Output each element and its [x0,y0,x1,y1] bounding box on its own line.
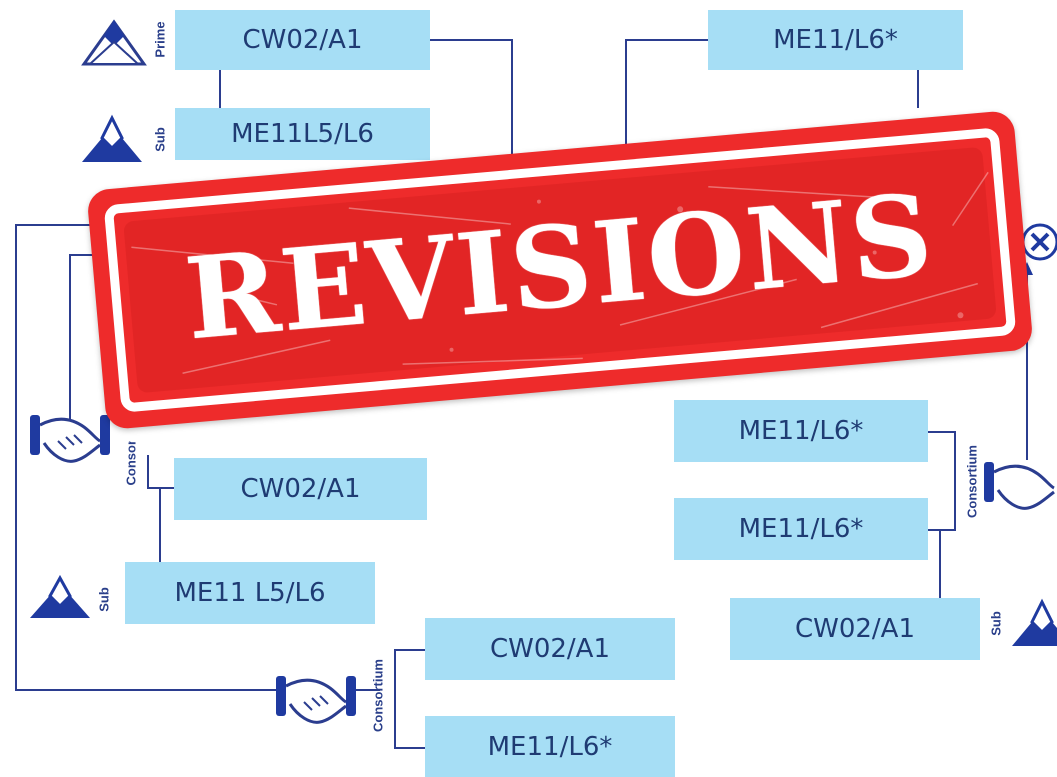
prime-mountain-icon [81,19,147,66]
connector-line [15,224,280,691]
role-label-consortium: Consortium [964,445,980,518]
handshake-icon [30,415,110,463]
node-box: CW02/A1 [730,598,980,660]
close-circle-icon [1021,223,1057,261]
sub-mountain-icon [1012,598,1057,646]
handshake-icon [276,676,356,724]
node-box: ME11/L6* [425,716,675,777]
node-box: ME11 L5/L6 [125,562,375,624]
node-box: CW02/A1 [425,618,675,680]
node-box: CW02/A1 [174,458,427,520]
connector-line [625,39,708,160]
handshake-icon [984,462,1055,510]
sub-mountain-icon [30,574,90,618]
connector-line [147,455,174,489]
revisions-stamp: REVISIONS [86,109,1034,431]
connector-line [69,254,95,420]
role-label-sub: Sub [152,127,168,152]
role-label-prime: Prime [152,21,168,58]
node-box: CW02/A1 [175,10,430,70]
connector-line [394,649,425,749]
role-label-sub: Sub [988,611,1004,636]
connector-line [928,431,956,531]
role-label-sub: Sub [96,587,112,612]
role-label-consortium: Consortium [123,441,139,486]
connector-line [430,39,513,160]
node-box: ME11/L6* [674,400,928,462]
node-box: ME11/L6* [708,10,963,70]
node-box: ME11L5/L6 [175,108,430,160]
stamp-texture [131,171,989,375]
node-box: ME11/L6* [674,498,928,560]
sub-mountain-icon [82,114,142,162]
role-label-consortium: Consortium [370,659,386,732]
